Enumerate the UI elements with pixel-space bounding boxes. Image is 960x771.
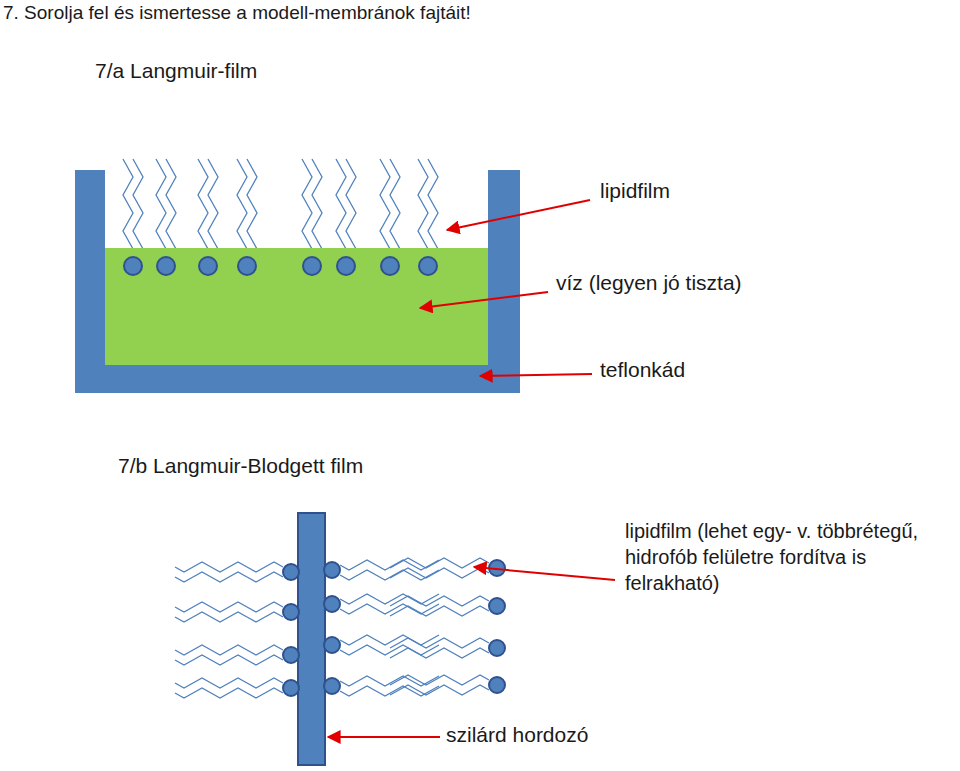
- leader-line: [474, 567, 615, 580]
- lipid-tail: [247, 159, 257, 258]
- lipid-head: [324, 637, 340, 653]
- lipid-tail: [156, 159, 166, 258]
- lipid-tail: [133, 159, 143, 258]
- lipid-head: [157, 257, 175, 275]
- lipid-tail: [390, 606, 489, 616]
- lipid-tail: [390, 638, 489, 648]
- lipid-head: [124, 257, 142, 275]
- lipid-tail: [302, 159, 312, 258]
- lipid-tail: [428, 159, 438, 258]
- tub-wall: [75, 170, 105, 393]
- lipid-head: [324, 562, 340, 578]
- lipid-tail: [418, 159, 428, 258]
- lipid-tail: [123, 159, 133, 258]
- lipid-head: [283, 604, 299, 620]
- tub-wall: [488, 170, 520, 393]
- lipid-tail: [390, 568, 489, 578]
- callout-label: víz (legyen jó tiszta): [556, 270, 742, 295]
- section-heading: 7/b Langmuir-Blodgett film: [118, 453, 363, 478]
- lipid-tail: [208, 159, 218, 258]
- callout-label: lipidfilm (lehet egy- v. többrétegű, hid…: [625, 518, 950, 596]
- lipid-tail: [237, 159, 247, 258]
- lipid-tail: [175, 612, 283, 622]
- solid-substrate: [298, 513, 325, 765]
- leader-line: [420, 292, 548, 308]
- leader-line: [480, 374, 592, 376]
- leader-line: [328, 736, 440, 738]
- lipid-tail: [175, 572, 283, 582]
- callout-label: teflonkád: [600, 357, 685, 382]
- lipid-tail: [390, 675, 489, 685]
- lipid-tail: [390, 685, 489, 695]
- lipid-head: [238, 257, 256, 275]
- lipid-tail: [336, 159, 346, 258]
- lipid-head: [489, 677, 505, 693]
- lipid-tail: [346, 159, 356, 258]
- leader-line: [447, 200, 590, 230]
- lipid-head: [283, 680, 299, 696]
- lipid-tail: [340, 594, 439, 604]
- section-heading: 7/a Langmuir-film: [95, 58, 257, 83]
- lipid-head: [283, 564, 299, 580]
- lipid-tail: [175, 678, 283, 688]
- lipid-tail: [175, 655, 283, 665]
- lipid-head: [489, 640, 505, 656]
- lipid-tail: [198, 159, 208, 258]
- lipid-tail: [390, 159, 400, 258]
- lipid-tail: [340, 635, 439, 645]
- lipid-tail: [390, 596, 489, 606]
- lipid-tail: [175, 688, 283, 698]
- lipid-head: [303, 257, 321, 275]
- lipid-head: [199, 257, 217, 275]
- lipid-head: [337, 257, 355, 275]
- lipid-head: [489, 598, 505, 614]
- lipid-head: [324, 678, 340, 694]
- lipid-tail: [340, 560, 439, 570]
- lipid-head: [381, 257, 399, 275]
- lipid-tail: [175, 562, 283, 572]
- lipid-tail: [175, 645, 283, 655]
- lipid-tail: [312, 159, 322, 258]
- title: 7. Sorolja fel és ismertesse a modell-me…: [3, 2, 471, 25]
- lipid-tail: [380, 159, 390, 258]
- lipid-tail: [390, 648, 489, 658]
- tub-bottom: [75, 365, 520, 393]
- callout-label: lipidfilm: [600, 178, 670, 203]
- lipid-head: [419, 257, 437, 275]
- lipid-tail: [175, 602, 283, 612]
- lipid-head: [283, 647, 299, 663]
- callout-label: szilárd hordozó: [446, 722, 588, 747]
- lipid-tail: [340, 570, 439, 580]
- lipid-tail: [166, 159, 176, 258]
- lipid-head: [324, 596, 340, 612]
